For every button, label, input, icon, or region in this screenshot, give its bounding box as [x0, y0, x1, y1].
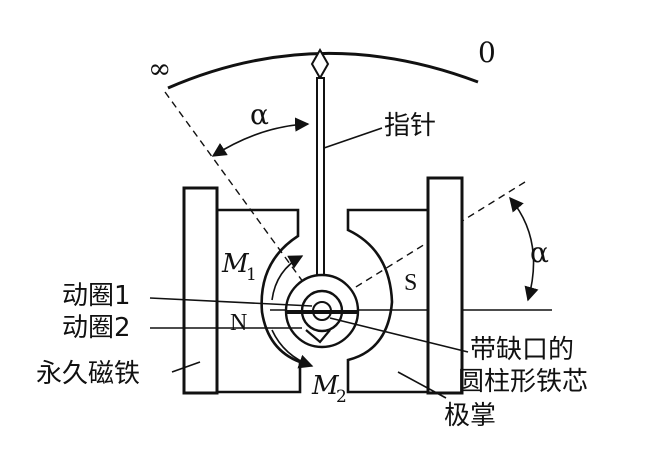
south-pole-label: S — [404, 270, 417, 296]
torque-arrow-m1 — [271, 255, 304, 301]
coil1-label: 动圈1 — [62, 281, 131, 311]
permanent-magnet-left — [182, 186, 219, 395]
core-label-line1: 带缺口的 — [470, 335, 574, 365]
torque-arrow-m2 — [271, 329, 314, 369]
alpha-label-left: α — [250, 98, 269, 131]
pole-shoe-left — [217, 208, 302, 394]
alpha-label-right: α — [530, 236, 549, 269]
m2-label: M — [311, 371, 340, 401]
dashed-line-right — [321, 181, 526, 309]
pointer-needle — [316, 77, 325, 305]
leader-pointer — [323, 127, 383, 149]
permanent-magnet-right — [426, 176, 464, 395]
alpha-arc-right — [509, 196, 539, 302]
magnet-label: 永久磁铁 — [36, 359, 140, 389]
pole-shoe-right — [346, 208, 428, 394]
coil2-label: 动圈2 — [62, 313, 131, 343]
m1-subscript: 1 — [246, 265, 257, 285]
leader-pole-shoe — [397, 371, 447, 399]
m2-subscript: 2 — [336, 387, 347, 407]
pointer-label: 指针 — [384, 111, 436, 141]
dashed-line-infinity — [164, 91, 323, 309]
zero-label: 0 — [478, 36, 496, 69]
leader-coil1 — [149, 297, 313, 307]
north-pole-label: N — [230, 310, 247, 336]
pole-shoe-label: 极掌 — [444, 401, 496, 431]
leader-core — [329, 317, 469, 353]
alpha-arc-left — [211, 117, 310, 157]
infinity-label: ∞ — [148, 52, 171, 85]
m1-label: M — [221, 249, 250, 279]
leader-magnet — [171, 361, 201, 373]
core-notch — [305, 329, 331, 344]
core-label-line2: 圆柱形铁芯 — [458, 367, 588, 397]
